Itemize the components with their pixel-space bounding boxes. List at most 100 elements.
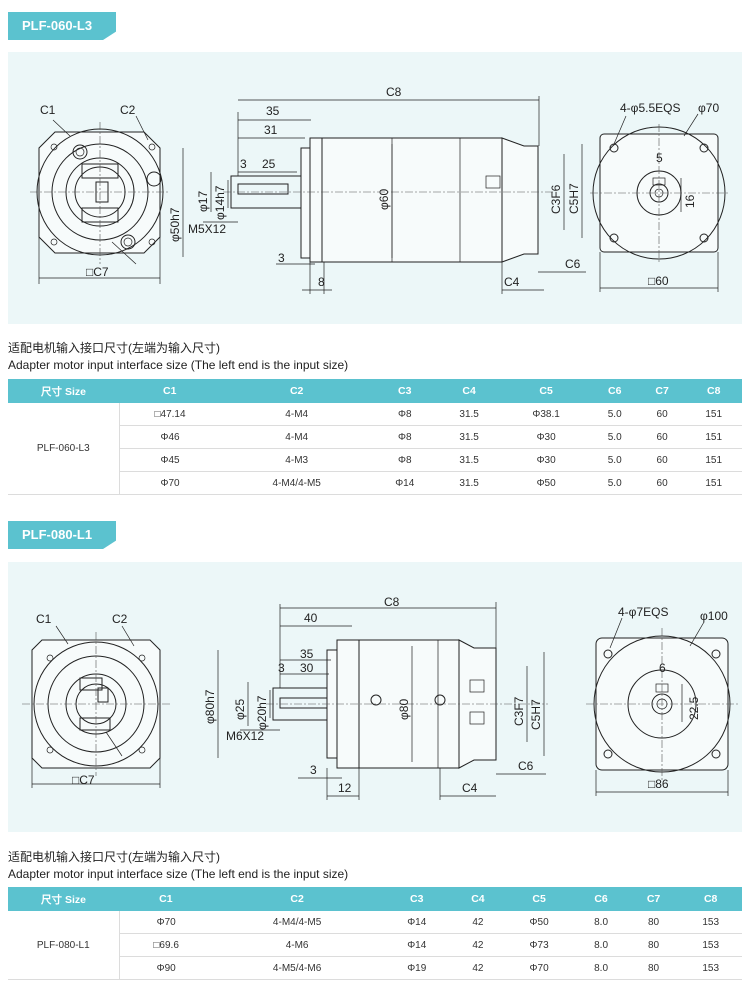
table-cell: 151 [685,471,742,495]
dim-60-1: φ60 [377,189,391,210]
table-header: C2 [212,887,382,911]
table-header: C8 [685,379,742,403]
table-cell: 60 [638,448,686,472]
dim-c1-2: C1 [36,612,52,626]
table-row: Φ46 4-M4 Φ8 31.5 Φ30 5.0 60 151 [8,425,742,449]
table-cell: Φ38.1 [501,403,591,426]
dim-8-1: 8 [318,275,325,289]
input-flange-view-1 [30,115,170,284]
table-cell: 4-M4/4-M5 [220,471,373,495]
table-cell: Φ46 [119,425,221,449]
dim-c7-1: □C7 [86,265,109,279]
dim-80h7: φ80h7 [203,689,217,724]
table-cell: 31.5 [436,448,502,472]
dim-c3-1: C3F6 [549,184,563,214]
table-cell: Φ50 [501,471,591,495]
dim-c1-1: C1 [40,103,56,117]
table-cell: Φ30 [501,448,591,472]
table-cell: 31.5 [436,471,502,495]
table-cell: 8.0 [574,911,628,934]
table-header: C5 [501,379,591,403]
caption-cn-2: 适配电机输入接口尺寸(左端为输入尺寸) [8,850,220,864]
dim-16: 16 [683,194,697,208]
table-cell: 5.0 [590,471,639,495]
table-cell: Φ19 [381,956,453,980]
table-cell: Φ73 [503,933,575,957]
dim-3a-1: 3 [240,157,247,171]
table-cell: Φ70 [503,956,575,980]
table-cell: 8.0 [574,933,628,957]
dim-c8-1: C8 [386,85,402,99]
dim-m6x12: M6X12 [226,729,264,743]
table-cell: Φ70 [119,471,221,495]
table-cell: 4-M5/4-M6 [212,956,382,980]
dim-holes-1: 4-φ5.5EQS [620,101,680,115]
table-cell: 4-M4 [220,425,373,449]
caption-en-2: Adapter motor input interface size (The … [8,867,349,881]
dim-c6-2: C6 [518,759,534,773]
dim-20h7: φ20h7 [255,695,269,730]
dim-c2-1: C2 [120,103,136,117]
dim-25-2: φ25 [233,699,247,720]
model-cell: PLF-080-L1 [8,911,120,980]
table-header: 尺寸 Size [8,887,119,911]
input-flange-view-2 [22,625,170,788]
dim-80: φ80 [397,699,411,720]
dim-sq60: □60 [648,274,669,288]
dim-3a-2: 3 [278,661,285,675]
table-row: □69.6 4-M6 Φ14 42 Φ73 8.0 80 153 [8,933,742,957]
table-header: C6 [574,887,628,911]
table-cell: Φ45 [119,448,221,472]
dim-25-1: 25 [262,157,276,171]
table-header: C7 [638,379,686,403]
table-header: C6 [590,379,639,403]
spec-table-1: 尺寸 Size C1 C2 C3 C4 C5 C6 C7 C8 PLF-060-… [8,379,742,495]
drawing-panel-2: C1 C2 □C7 [8,562,742,832]
dim-70: φ70 [698,101,719,115]
table-cell: Φ30 [501,425,591,449]
table-header: C3 [381,887,453,911]
gearbox-side-view-2 [217,602,548,800]
table-cell: 60 [638,471,686,495]
dim-holes-2: 4-φ7EQS [618,605,668,619]
table-cell: 42 [452,933,504,957]
table-header: C4 [452,887,504,911]
table-cell: Φ70 [119,911,213,934]
dim-3b-1: 3 [278,251,285,265]
table-cell: 5.0 [590,403,639,426]
dim-3b-2: 3 [310,763,317,777]
caption-cn-1: 适配电机输入接口尺寸(左端为输入尺寸) [8,341,220,355]
dim-sq86: □86 [648,777,669,791]
dim-35-1: 35 [266,104,280,118]
table-header: C1 [119,887,213,911]
table-cell: 31.5 [436,403,502,426]
table-cell: 5.0 [590,425,639,449]
table-cell: 42 [452,956,504,980]
table-cell: Φ14 [372,471,437,495]
drawing-panel-1: C1 C2 □C7 [8,52,742,324]
table-cell: 31.5 [436,425,502,449]
table-header: C2 [220,379,373,403]
table-header: C4 [436,379,502,403]
table-cell: 80 [627,933,680,957]
table-row: PLF-060-L3 □47.14 4-M4 Φ8 31.5 Φ38.1 5.0… [8,403,742,495]
table-cell: 4-M3 [220,448,373,472]
table-cell: Φ8 [372,448,437,472]
dim-c4-1: C4 [504,275,520,289]
model-tag-2: PLF-080-L1 [8,521,116,549]
dim-12: 12 [338,781,352,795]
table-cell: Φ8 [372,403,437,426]
table-row: Φ45 4-M3 Φ8 31.5 Φ30 5.0 60 151 [8,448,742,472]
table-cell: 4-M6 [212,933,382,957]
table-cell: 151 [685,425,742,449]
table-row: Φ90 4-M5/4-M6 Φ19 42 Φ70 8.0 80 153 [8,956,742,980]
table-row: PLF-080-L1 Φ70 4-M4/4-M5 Φ14 42 Φ50 8.0 … [8,911,742,980]
dim-22-5: 22.5 [687,696,701,720]
dim-35-2: 35 [300,647,314,661]
table-header: C1 [119,379,221,403]
table-cell: 151 [685,448,742,472]
table-cell: 4-M4 [220,403,373,426]
table-cell: Φ14 [381,911,453,934]
dim-6: 6 [659,661,666,675]
table-cell: 153 [679,911,742,934]
